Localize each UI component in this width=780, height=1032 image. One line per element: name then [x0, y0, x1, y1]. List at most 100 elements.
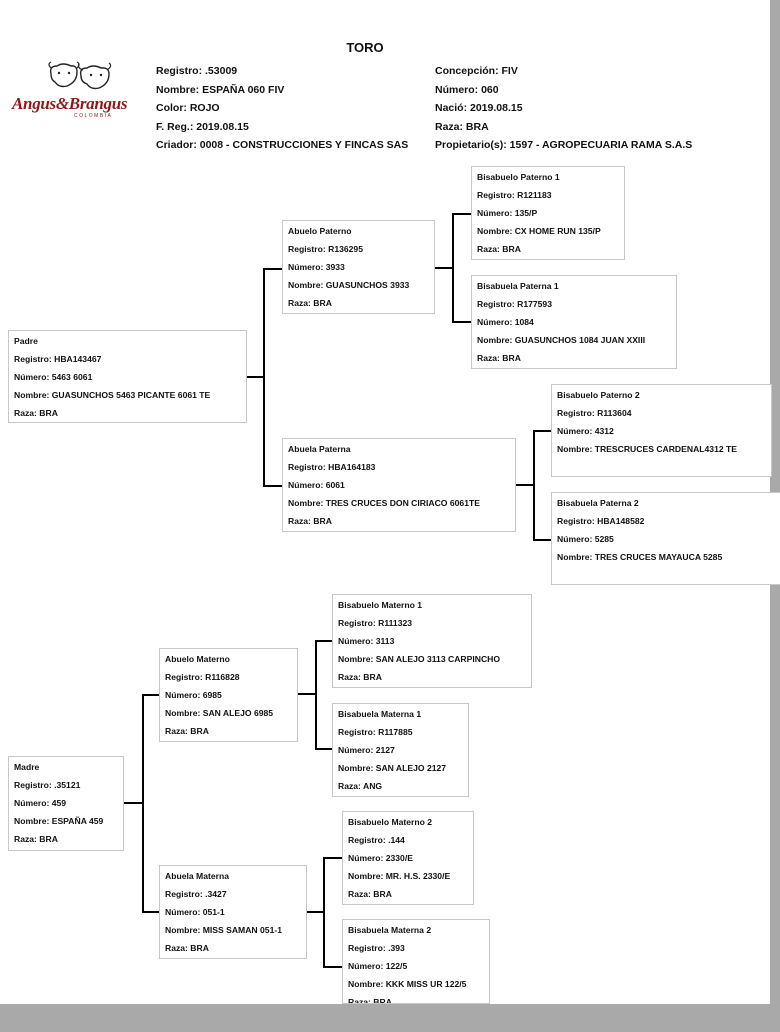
connector-line	[434, 267, 453, 269]
box-raza: Raza: BRA	[288, 298, 332, 308]
box-numero: Número: 6061	[288, 480, 345, 490]
box-numero: Número: 3933	[288, 262, 345, 272]
box-registro: Registro: .393	[348, 943, 405, 953]
bisabuela-paterna-2-box: Bisabuela Paterna 2 Registro: HBA148582 …	[551, 492, 780, 585]
box-raza: Raza: ANG	[338, 781, 383, 791]
logo-country-text: COLOMBIA	[74, 113, 113, 119]
box-numero: Número: 5463 6061	[14, 372, 93, 382]
connector-line	[533, 430, 535, 540]
connector-line	[123, 802, 143, 804]
box-registro: Registro: .144	[348, 835, 405, 845]
box-nombre: Nombre: TRES CRUCES MAYAUCA 5285	[557, 552, 723, 562]
box-nombre: Nombre: GUASUNCHOS 5463 PICANTE 6061 TE	[14, 390, 211, 400]
connector-line	[515, 484, 534, 486]
logo-brand-text: Angus&Brangus	[12, 94, 128, 113]
box-heading: Padre	[14, 336, 38, 346]
header-raza: Raza: BRA	[435, 120, 489, 133]
box-heading: Bisabuela Materna 2	[348, 925, 432, 935]
box-nombre: Nombre: GUASUNCHOS 1084 JUAN XXIII	[477, 335, 646, 345]
bottom-edge-bar	[0, 1004, 780, 1032]
box-raza: Raza: BRA	[338, 672, 382, 682]
box-numero: Número: 122/5	[348, 961, 408, 971]
box-nombre: Nombre: CX HOME RUN 135/P	[477, 226, 601, 236]
connector-line	[323, 857, 343, 859]
padre-box: Padre Registro: HBA143467 Número: 5463 6…	[8, 330, 247, 423]
bisabuela-materna-2-box: Bisabuela Materna 2 Registro: .393 Númer…	[342, 919, 490, 1004]
connector-line	[452, 213, 472, 215]
box-heading: Abuela Paterna	[288, 444, 351, 454]
connector-line	[306, 911, 324, 913]
box-raza: Raza: BRA	[477, 244, 521, 254]
connector-line	[142, 694, 160, 696]
box-heading: Bisabuelo Materno 1	[338, 600, 423, 610]
header-nacio: Nació: 2019.08.15	[435, 102, 523, 114]
header-propietario: Propietario(s): 1597 - AGROPECUARIA RAMA…	[435, 139, 693, 151]
box-raza: Raza: BRA	[165, 943, 209, 953]
connector-line	[263, 268, 265, 486]
box-heading: Bisabuela Paterna 1	[477, 281, 559, 291]
abuela-materna-box: Abuela Materna Registro: .3427 Número: 0…	[159, 865, 307, 959]
header-fecha-registro: F. Reg.: 2019.08.15	[156, 120, 249, 133]
box-registro: Registro: R121183	[477, 190, 552, 200]
box-heading: Madre	[14, 762, 40, 772]
box-numero: Número: 6985	[165, 690, 222, 700]
connector-line	[315, 748, 333, 750]
bisabuelo-materno-2-box: Bisabuelo Materno 2 Registro: .144 Númer…	[342, 811, 474, 905]
box-numero: Número: 459	[14, 798, 67, 808]
connector-line	[323, 966, 343, 968]
box-numero: Número: 051-1	[165, 907, 225, 917]
bisabuela-paterna-1-box: Bisabuela Paterna 1 Registro: R177593 Nú…	[471, 275, 677, 369]
box-registro: Registro: .35121	[14, 780, 81, 790]
box-numero: Número: 2127	[338, 745, 395, 755]
box-registro: Registro: HBA143467	[14, 354, 102, 364]
box-numero: Número: 1084	[477, 317, 534, 327]
header-left-column: Registro: .53009 Nombre: ESPAÑA 060 FIV …	[156, 62, 408, 155]
header-nombre: Nombre: ESPAÑA 060 FIV	[156, 83, 285, 96]
box-heading: Abuelo Paterno	[288, 226, 352, 236]
abuela-paterna-box: Abuela Paterna Registro: HBA164183 Númer…	[282, 438, 516, 532]
box-registro: Registro: R113604	[557, 408, 632, 418]
box-numero: Número: 5285	[557, 534, 614, 544]
connector-line	[263, 268, 283, 270]
box-registro: Registro: R136295	[288, 244, 363, 254]
box-numero: Número: 2330/E	[348, 853, 413, 863]
box-raza: Raza: BRA	[288, 516, 332, 526]
box-heading: Bisabuela Materna 1	[338, 709, 422, 719]
bisabuelo-paterno-1-box: Bisabuelo Paterno 1 Registro: R121183 Nú…	[471, 166, 625, 260]
breed-logo: Angus&Brangus COLOMBIA	[12, 60, 152, 122]
box-nombre: Nombre: SAN ALEJO 2127	[338, 763, 447, 773]
abuelo-materno-box: Abuelo Materno Registro: R116828 Número:…	[159, 648, 298, 742]
connector-line	[142, 911, 160, 913]
box-nombre: Nombre: SAN ALEJO 3113 CARPINCHO	[338, 654, 501, 664]
bisabuela-materna-1-box: Bisabuela Materna 1 Registro: R117885 Nú…	[332, 703, 469, 797]
box-registro: Registro: R177593	[477, 299, 552, 309]
box-registro: Registro: .3427	[165, 889, 227, 899]
box-registro: Registro: HBA164183	[288, 462, 376, 472]
cattle-heads-icon	[48, 61, 112, 90]
box-heading: Bisabuela Paterna 2	[557, 498, 639, 508]
connector-line	[533, 430, 552, 432]
box-nombre: Nombre: TRESCRUCES CARDENAL4312 TE	[557, 444, 738, 454]
box-nombre: Nombre: MR. H.S. 2330/E	[348, 871, 451, 881]
document-title: TORO	[346, 40, 384, 55]
box-numero: Número: 3113	[338, 636, 395, 646]
box-raza: Raza: BRA	[165, 726, 209, 736]
header-numero: Número: 060	[435, 83, 499, 96]
connector-line	[315, 640, 333, 642]
connector-line	[315, 640, 317, 749]
header-right-column: Concepción: FIV Número: 060 Nació: 2019.…	[435, 62, 692, 155]
box-raza: Raza: BRA	[477, 353, 521, 363]
connector-line	[452, 213, 454, 322]
box-raza: Raza: BRA	[348, 889, 392, 899]
connector-line	[263, 485, 283, 487]
header-criador: Criador: 0008 - CONSTRUCCIONES Y FINCAS …	[156, 139, 409, 151]
box-registro: Registro: R116828	[165, 672, 240, 682]
box-nombre: Nombre: SAN ALEJO 6985	[165, 708, 274, 718]
bisabuelo-materno-1-box: Bisabuelo Materno 1 Registro: R111323 Nú…	[332, 594, 532, 688]
box-heading: Bisabuelo Paterno 1	[477, 172, 560, 182]
header-registro: Registro: .53009	[156, 65, 238, 77]
abuelo-paterno-box: Abuelo Paterno Registro: R136295 Número:…	[282, 220, 435, 314]
header-color: Color: ROJO	[156, 102, 220, 114]
box-nombre: Nombre: KKK MISS UR 122/5	[348, 979, 467, 989]
connector-line	[246, 376, 264, 378]
